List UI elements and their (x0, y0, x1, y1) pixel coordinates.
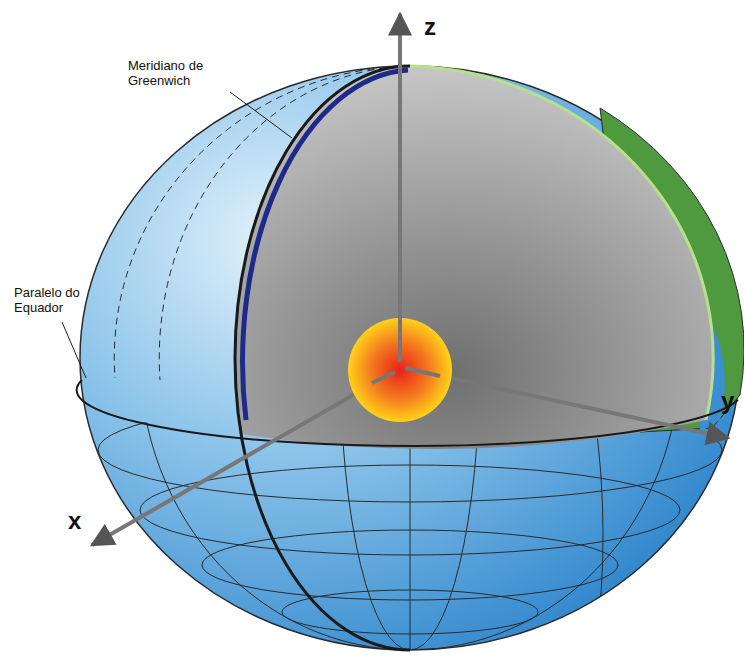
equator-label: Paralelo do Equador (14, 285, 104, 315)
meridian-label: Meridiano de Greenwich (128, 58, 228, 88)
axis-label: x (68, 508, 98, 534)
axis-label: y (721, 388, 741, 414)
axis-label: z (424, 14, 454, 40)
